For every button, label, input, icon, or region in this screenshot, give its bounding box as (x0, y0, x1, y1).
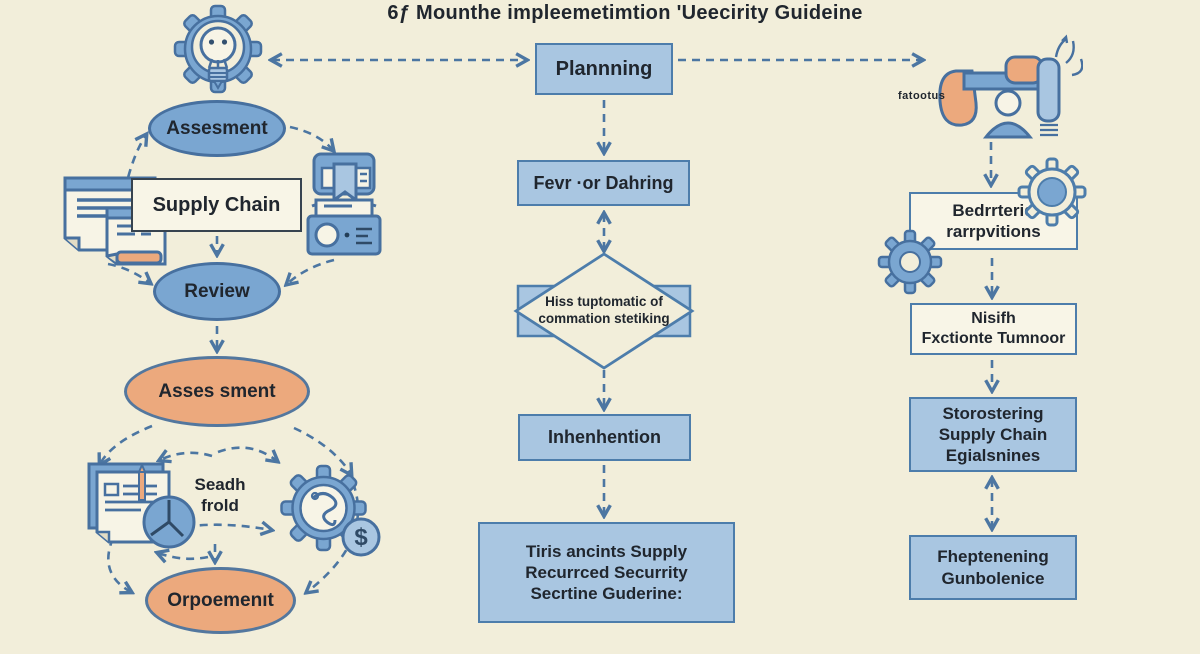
node-orpoement: Orpoemenıt (145, 567, 296, 634)
gear-lightbulb-icon (168, 2, 268, 102)
decision-line2: commation stetiking (538, 311, 670, 326)
chat-card-icon (310, 150, 382, 212)
node-line2: rarrpvitions (946, 222, 1041, 241)
node-line1: Nisifh (971, 310, 1016, 327)
node-intervention: Inhenhention (518, 414, 691, 461)
node-line1: Bedrrterid (952, 200, 1035, 220)
node-label: Inhenhention (548, 427, 661, 448)
report-piechart-icon (83, 458, 205, 556)
node-storostering: Storostering Supply Chain Egialsnines (909, 397, 1077, 472)
node-assessment-mid: Asses sment (124, 356, 310, 427)
node-label: Plannning (555, 57, 653, 80)
gear-outline-icon (1016, 156, 1088, 228)
cycle-label-line1: Seadh (194, 474, 246, 494)
page-title: 6ƒ Mounthe impleemetimtion 'Ueecirity Gu… (387, 2, 863, 24)
node-assessment-top: Assesment (148, 100, 286, 157)
svg-text:$: $ (354, 524, 368, 551)
node-label: Asses sment (158, 380, 276, 402)
outcome-line3: Secrtine Guderine: (530, 584, 683, 604)
node-label: Review (184, 280, 250, 302)
node-label: Fevr ·or Dahring (533, 172, 674, 193)
decision-label: Hiss tuptomatic of commation stetiking (526, 282, 682, 340)
node-planning: Plannning (535, 43, 673, 95)
cycle-label-line2: frold (201, 496, 239, 515)
radio-icon (302, 192, 386, 260)
gear-solid-icon (876, 228, 944, 296)
person-equipment-icon (928, 33, 1083, 141)
gear-dollar-icon: $ (275, 462, 381, 562)
node-nisifh: Nisifh Fxctionte Tumnoor (910, 303, 1077, 355)
node-fevr-or-dahring: Fevr ·or Dahring (517, 160, 690, 206)
outcome-line2: Recurrced Securrity (525, 562, 688, 582)
node-decision-diamond: Hiss tuptomatic of commation stetiking (508, 252, 700, 370)
node-line2: Supply Chain (938, 424, 1048, 444)
node-line2: Gunbolenice (941, 568, 1045, 588)
node-fheptenening: Fheptenening Gunbolenice (909, 535, 1077, 600)
node-line1: Fheptenening (937, 547, 1049, 567)
node-outcome: Tiris ancints Supply Recurrced Securrity… (478, 522, 735, 623)
node-line1: Storostering (942, 403, 1044, 423)
node-review: Review (153, 262, 281, 321)
cycle-label: Seadh frold (165, 470, 275, 520)
node-supply-chain: Supply Chain (131, 178, 302, 232)
outcome-line1: Tiris ancints Supply (525, 541, 688, 561)
node-label: Supply Chain (152, 193, 281, 216)
node-line3: Egialsnines (945, 446, 1041, 466)
icon-caption: fatootus (898, 90, 946, 102)
node-label: Orpoemenıt (167, 589, 274, 611)
decision-line1: Hiss tuptomatic of (545, 294, 663, 310)
node-label: Assesment (166, 117, 268, 139)
node-line2: Fxctionte Tumnoor (921, 330, 1066, 347)
